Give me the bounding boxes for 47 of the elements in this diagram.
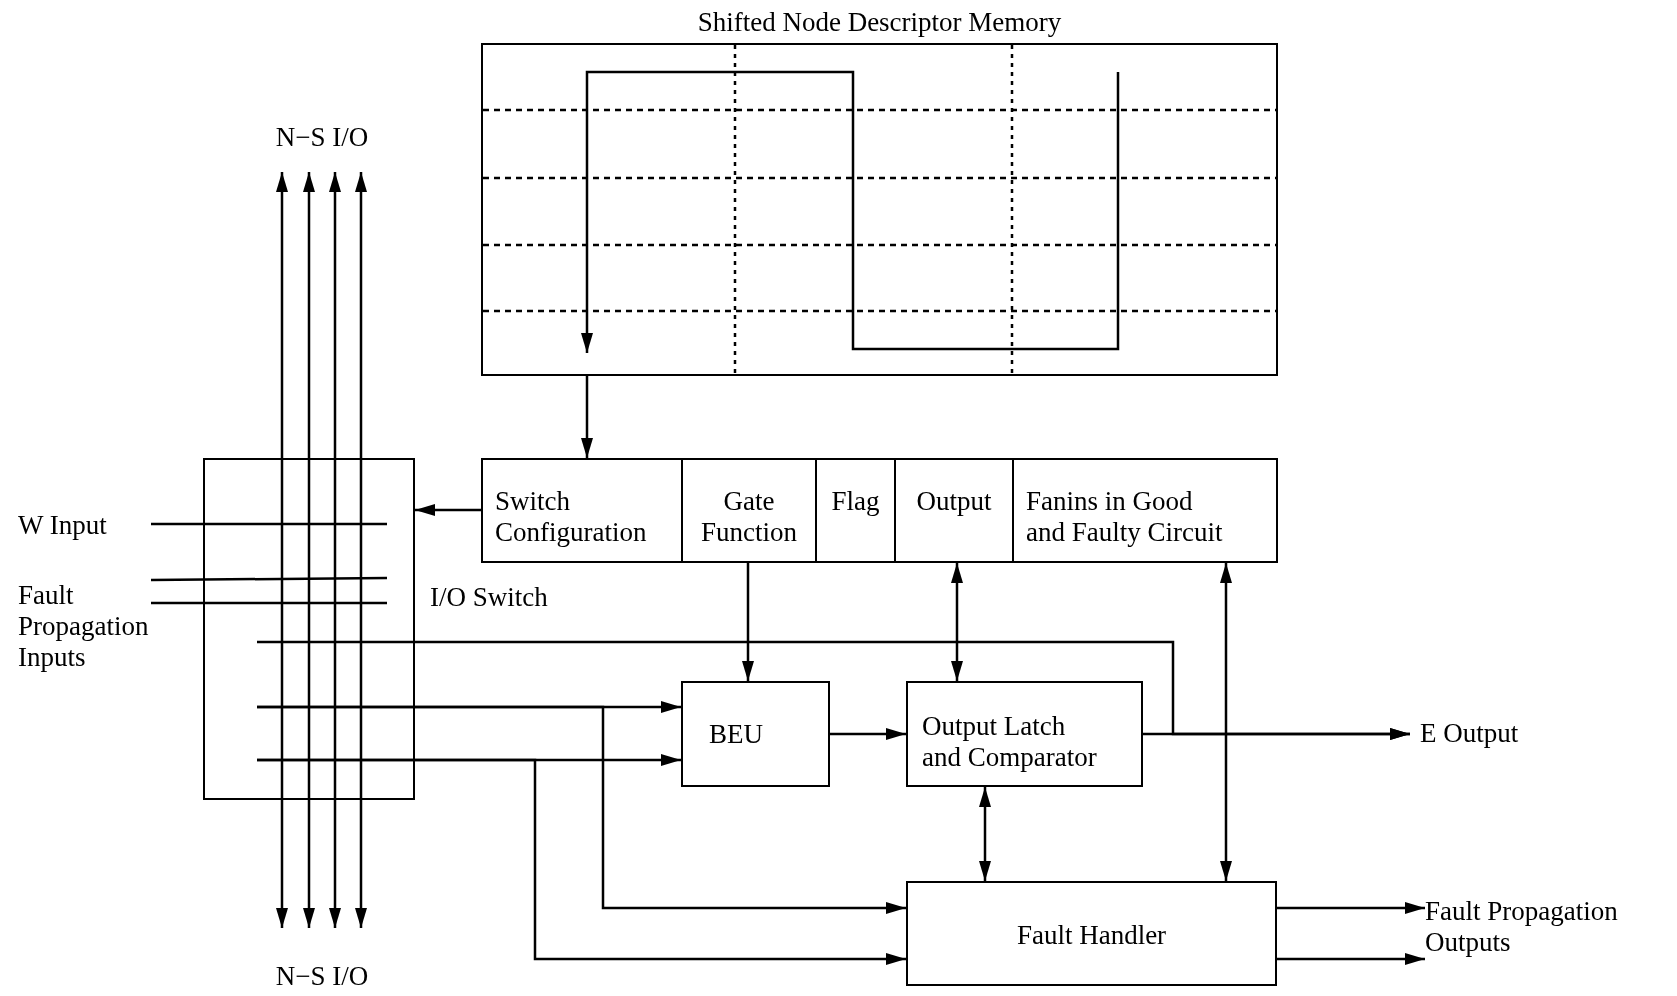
block-label: Output Latch and Comparator xyxy=(922,711,1098,773)
block-label: I/O Switch xyxy=(430,582,548,613)
memory-title: Shifted Node Descriptor Memory xyxy=(696,7,1063,38)
block-label: Fault Handler xyxy=(1015,920,1168,951)
block-label: Gate Function xyxy=(700,486,798,548)
arrow xyxy=(303,629,315,928)
field-cell xyxy=(815,458,896,563)
field-cell xyxy=(1012,458,1278,563)
arrow xyxy=(1277,902,1425,914)
output-label: E Output xyxy=(1420,718,1520,749)
block-label: Switch Configuration xyxy=(495,486,648,548)
connector-line xyxy=(151,601,387,605)
block-label: Fanins in Good and Faulty Circuit xyxy=(1026,486,1224,548)
field-cell xyxy=(681,458,817,563)
arrow xyxy=(303,172,315,629)
arrow xyxy=(415,504,481,516)
process-box xyxy=(906,881,1277,986)
arrow xyxy=(742,563,754,681)
input-label: Fault Propagation Inputs xyxy=(18,580,150,673)
field-cell xyxy=(894,458,1014,563)
input-label: W Input xyxy=(18,510,108,541)
arrow xyxy=(830,728,906,740)
arrow xyxy=(329,172,341,629)
process-box xyxy=(681,681,830,787)
process-box xyxy=(906,681,1143,787)
arrow xyxy=(951,563,963,681)
io-label: N−S I/O xyxy=(274,122,370,153)
arrow xyxy=(1220,563,1232,881)
arrow xyxy=(581,376,593,458)
arrow xyxy=(355,172,367,629)
arrow xyxy=(355,629,367,928)
arrow xyxy=(1277,953,1425,965)
io-label: N−S I/O xyxy=(274,961,370,992)
block-label: Flag xyxy=(830,486,881,517)
output-label: Fault Propagation Outputs xyxy=(1425,896,1619,958)
arrow xyxy=(276,629,288,928)
block-label: Output xyxy=(915,486,993,517)
connector-line xyxy=(151,522,387,526)
arrow xyxy=(329,629,341,928)
arrow xyxy=(276,172,288,629)
arrow xyxy=(257,758,906,965)
arrow xyxy=(979,787,991,881)
connector-line xyxy=(151,576,387,582)
block-label: BEU xyxy=(709,719,764,750)
field-cell xyxy=(481,458,683,563)
arrow xyxy=(1143,728,1410,740)
arrow xyxy=(257,705,906,914)
